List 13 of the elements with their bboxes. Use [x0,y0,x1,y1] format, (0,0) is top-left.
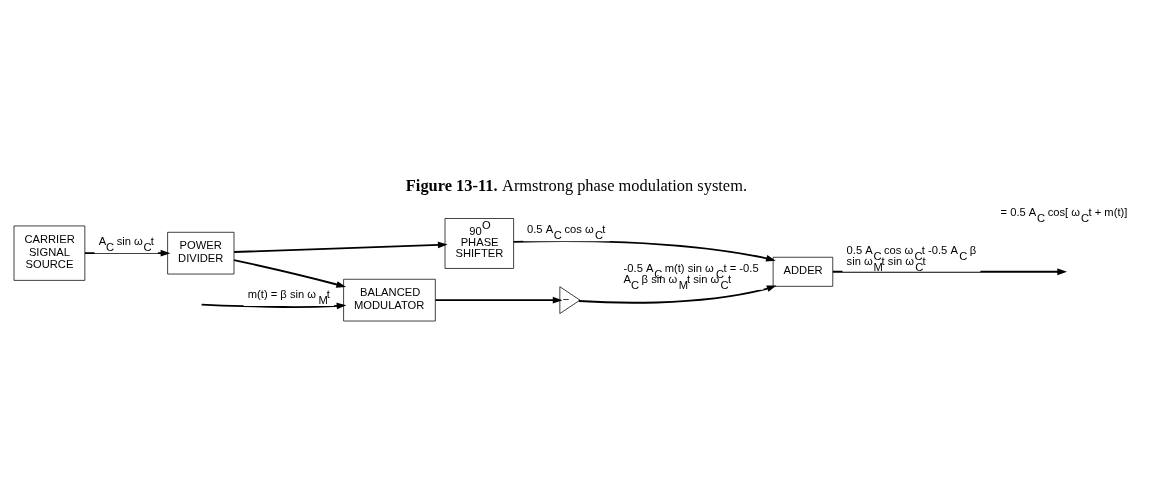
arrow [233,259,347,288]
arrow [233,241,448,253]
arrow [831,268,1067,276]
node-box: CARRIER SIGNAL SOURCE [13,225,86,281]
node-box: POWER DIVIDER [167,231,235,275]
arrow [577,285,777,304]
arrow [512,240,776,262]
arrow [200,302,347,310]
node-box: BALANCED MODULATOR [343,278,436,322]
arrow [434,296,563,304]
arrow [84,249,171,257]
node-box: ADDER [772,256,834,287]
diagram-title: Figure 13-11. Armstrong phase modulation system. [405,176,747,196]
